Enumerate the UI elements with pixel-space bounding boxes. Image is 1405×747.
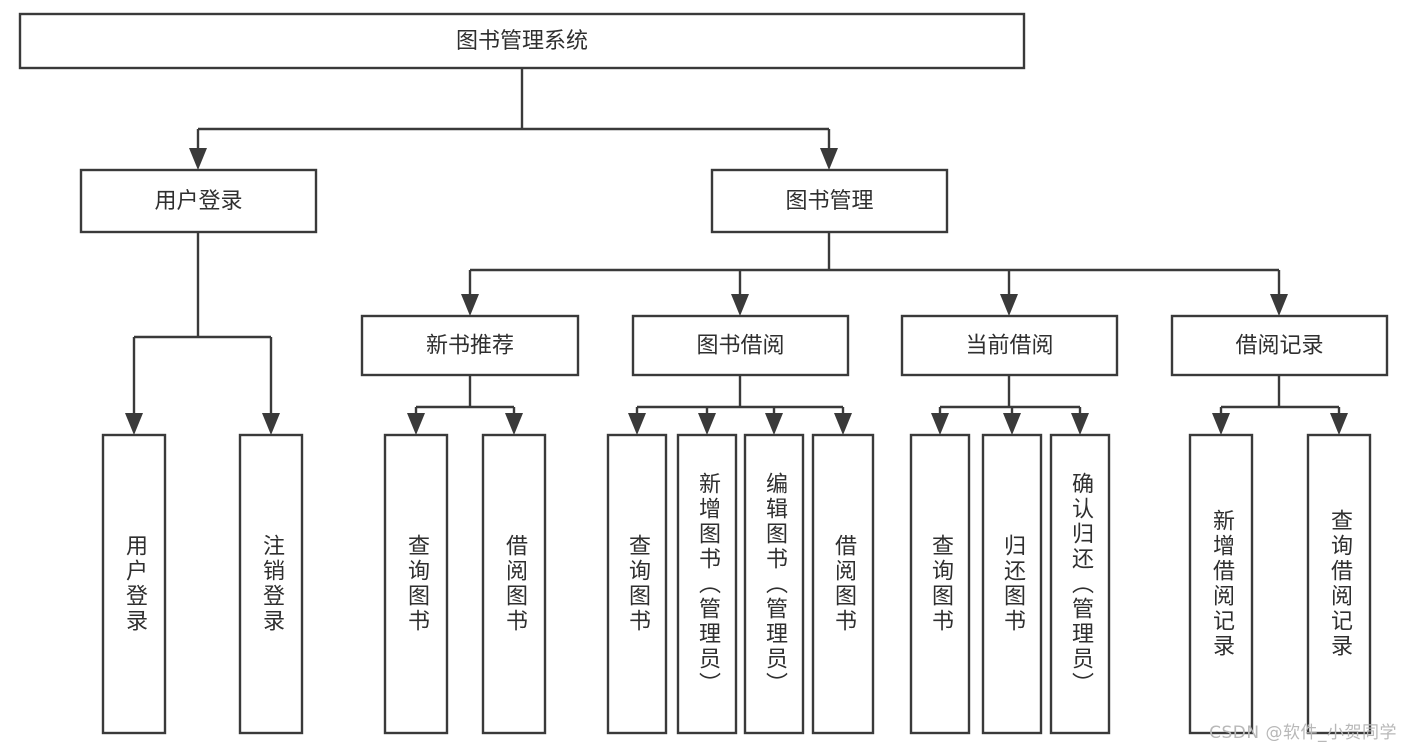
level2-2-to-leaves-branch-1-head bbox=[1003, 413, 1021, 435]
level2-1-to-leaves-branch-0-head bbox=[628, 413, 646, 435]
node-box-leaf-3[interactable] bbox=[481, 433, 547, 735]
node-box-layer bbox=[18, 12, 1389, 735]
level2-2-to-leaves-branch-0-head bbox=[931, 413, 949, 435]
login-to-leaves-branch-1-head bbox=[262, 413, 280, 435]
node-box-leaf-2[interactable] bbox=[383, 433, 449, 735]
level2-3-to-leaves-branch-1-head bbox=[1330, 413, 1348, 435]
node-box-level2-1[interactable] bbox=[631, 314, 850, 377]
books-to-level2-branch-2-head bbox=[1000, 294, 1018, 316]
books-to-level2-branch-3-head bbox=[1270, 294, 1288, 316]
node-box-leaf-7[interactable] bbox=[811, 433, 875, 735]
node-box-leaf-1[interactable] bbox=[238, 433, 304, 735]
node-label-level1-1: 图书管理 bbox=[785, 189, 873, 214]
node-box-leaf-9[interactable] bbox=[981, 433, 1043, 735]
node-box-level2-2[interactable] bbox=[900, 314, 1119, 377]
login-to-leaves-branch-0-head bbox=[125, 413, 143, 435]
node-label-level2-3: 借阅记录 bbox=[1235, 334, 1323, 359]
node-box-leaf-6[interactable] bbox=[743, 433, 805, 735]
node-box-level2-3[interactable] bbox=[1170, 314, 1389, 377]
node-box-level1-0[interactable] bbox=[79, 168, 318, 234]
node-box-leaf-11[interactable] bbox=[1188, 433, 1254, 735]
root-to-level1-branch-1-head bbox=[820, 148, 838, 170]
root-to-level1-branch-0-head bbox=[189, 148, 207, 170]
node-box-root-0[interactable] bbox=[18, 12, 1026, 70]
node-box-leaf-12[interactable] bbox=[1306, 433, 1372, 735]
level2-1-to-leaves-branch-2-head bbox=[765, 413, 783, 435]
node-box-leaf-4[interactable] bbox=[606, 433, 668, 735]
level2-1-to-leaves-branch-1-head bbox=[698, 413, 716, 435]
node-label-level2-2: 当前借阅 bbox=[965, 334, 1053, 359]
level2-1-to-leaves-branch-3-head bbox=[834, 413, 852, 435]
node-box-leaf-10[interactable] bbox=[1049, 433, 1111, 735]
node-label-level2-0: 新书推荐 bbox=[426, 334, 514, 359]
node-label-level2-1: 图书借阅 bbox=[696, 334, 784, 359]
level2-2-to-leaves-branch-2-head bbox=[1071, 413, 1089, 435]
node-box-leaf-5[interactable] bbox=[676, 433, 738, 735]
node-box-leaf-0[interactable] bbox=[101, 433, 167, 735]
books-to-level2-branch-0-head bbox=[461, 294, 479, 316]
node-box-leaf-8[interactable] bbox=[909, 433, 971, 735]
level2-3-to-leaves-branch-0-head bbox=[1212, 413, 1230, 435]
node-box-level2-0[interactable] bbox=[360, 314, 580, 377]
connector-layer bbox=[125, 68, 1348, 435]
node-label-level1-0: 用户登录 bbox=[154, 189, 242, 214]
level2-0-to-leaves-branch-0-head bbox=[407, 413, 425, 435]
node-box-level1-1[interactable] bbox=[710, 168, 949, 234]
books-to-level2-branch-1-head bbox=[731, 294, 749, 316]
level2-0-to-leaves-branch-1-head bbox=[505, 413, 523, 435]
node-label-root-0: 图书管理系统 bbox=[456, 29, 588, 54]
